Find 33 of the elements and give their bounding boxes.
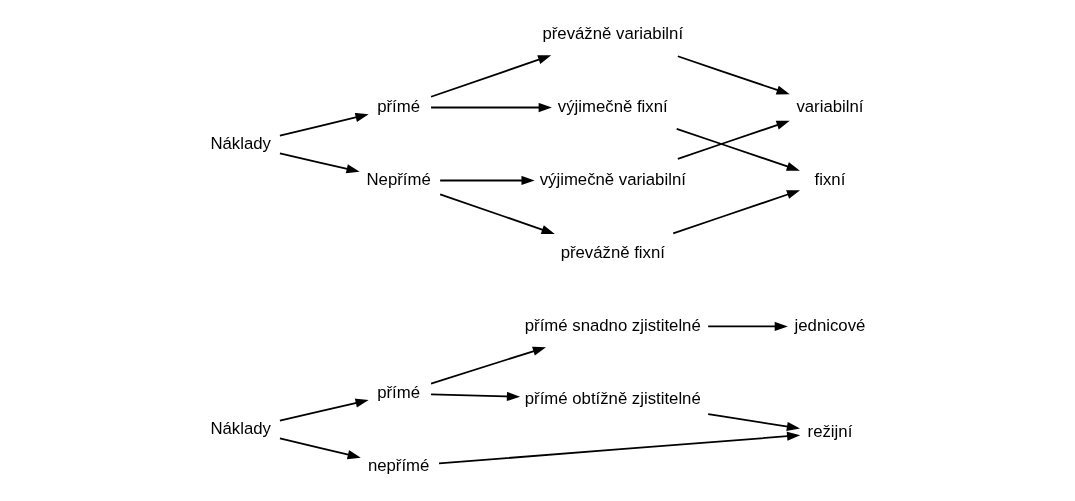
arrow [429,391,520,402]
node-text: variabilní [795,96,863,116]
arrow [706,321,788,332]
arrow [706,413,800,431]
arrow [675,127,800,171]
node-text: Náklady [209,134,271,154]
arrow [438,175,535,186]
arrow [438,193,555,234]
arrow [429,346,546,385]
node-text: fixní [814,169,845,189]
arrow [676,120,790,160]
node-text: výjimečně variabilní [539,169,686,189]
arrow [278,398,369,422]
node-text: jednicové [794,315,865,335]
arrow [278,112,369,137]
node-text: přímé obtížně zjistitelné [524,388,701,408]
arrow [676,55,790,95]
node-text: Náklady [209,418,271,438]
node-text: převážně variabilní [541,23,683,43]
arrow [278,152,360,174]
node-text: režijní [807,422,852,442]
node-text: výjimečně fixní [557,96,668,116]
node-text: přímé snadno zjistitelné [524,315,701,335]
arrow [278,437,361,460]
node-text: převážně fixní [560,242,665,262]
arrow [429,102,552,113]
arrow [671,190,800,235]
arrow [429,55,551,98]
node-text: Nepřímé [365,169,431,189]
node-text: přímé [376,382,420,402]
arrow [437,431,800,465]
node-text: nepřímé [367,455,429,475]
node-text: přímé [376,96,420,116]
